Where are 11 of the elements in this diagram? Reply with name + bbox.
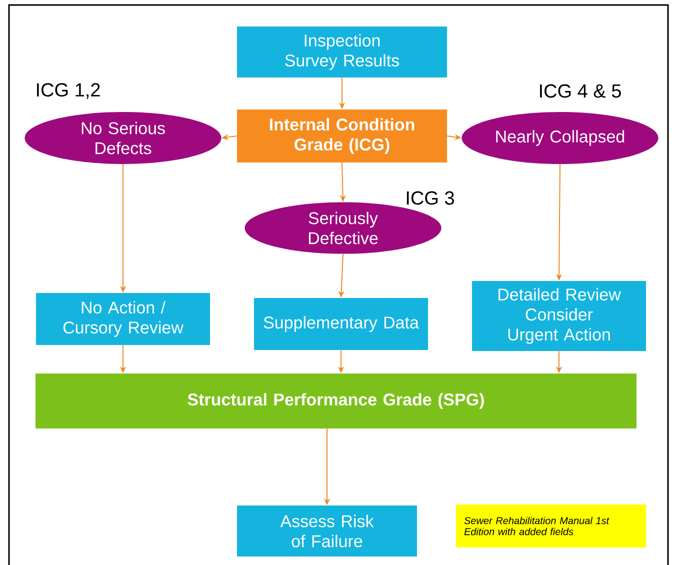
grade-label: ICG 3 bbox=[406, 191, 454, 205]
grade-bar: Structural Performance Grade (SPG) bbox=[36, 374, 636, 428]
process-box: No Action / Cursory Review bbox=[36, 293, 210, 345]
process-box: Detailed Review Consider Urgent Action bbox=[472, 281, 646, 351]
process-box: Assess Risk of Failure bbox=[237, 506, 417, 556]
grade-box: Internal Condition Grade (ICG) bbox=[237, 110, 447, 162]
grade-label: ICG 1,2 bbox=[37, 83, 100, 99]
grade-label: ICG 4 & 5 bbox=[540, 84, 621, 98]
process-box: Supplementary Data bbox=[254, 298, 428, 350]
source-note: Sewer Rehabilitation Manual 1st Edition with added fields bbox=[456, 504, 646, 548]
process-box: Inspection Survey Results bbox=[237, 26, 447, 78]
